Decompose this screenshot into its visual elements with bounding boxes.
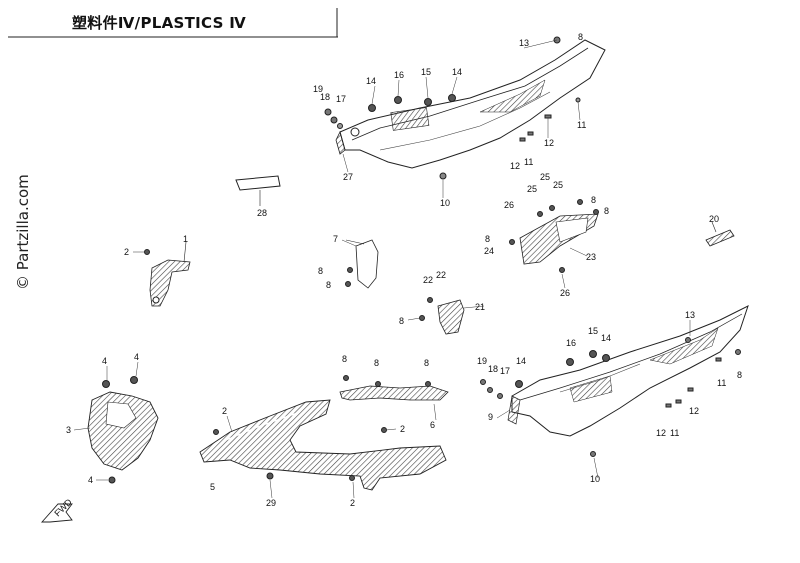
callout: 12 (689, 406, 699, 416)
callout: 16 (566, 338, 576, 348)
callout: 12 (656, 428, 666, 438)
part-5-tail[interactable] (199, 399, 447, 491)
callout: 12 (510, 161, 520, 171)
callout: 8 (485, 234, 490, 244)
callout: 10 (590, 474, 600, 484)
callout: 8 (318, 266, 323, 276)
title-frame (8, 8, 338, 38)
callout: 29 (266, 498, 276, 508)
callout: 15 (421, 67, 431, 77)
callout: 8 (737, 370, 742, 380)
callout: 9 (488, 412, 493, 422)
callout: 18 (488, 364, 498, 374)
callout: 26 (504, 200, 514, 210)
callout: 12 (544, 138, 554, 148)
callout: 8 (424, 358, 429, 368)
callout: 4 (88, 475, 93, 485)
callout: 23 (586, 252, 596, 262)
lower-side-cover[interactable] (480, 305, 749, 457)
callout: 7 (333, 234, 338, 244)
callout: 8 (374, 358, 379, 368)
callout: 11 (524, 157, 533, 167)
callout: 13 (685, 310, 695, 320)
part-20-rod[interactable] (705, 221, 735, 247)
callout: 24 (484, 246, 494, 256)
callout: 25 (540, 172, 550, 182)
callout: 8 (342, 354, 347, 364)
callout: 14 (452, 67, 462, 77)
callout: 8 (399, 316, 404, 326)
callout: 21 (475, 302, 485, 312)
part-21-bracket[interactable] (419, 297, 465, 335)
upper-side-cover[interactable] (335, 39, 606, 180)
callout: 4 (134, 352, 139, 362)
callout: 16 (394, 70, 404, 80)
callout: 4 (102, 356, 107, 366)
callout: 2 (400, 424, 405, 434)
callout: 20 (709, 214, 719, 224)
callout: 2 (124, 247, 129, 257)
part-6-rail[interactable] (339, 375, 449, 401)
part-7-bracket[interactable] (345, 239, 379, 289)
callout-labels: 13 8 19 18 17 14 16 15 14 11 12 12 11 27… (66, 32, 742, 508)
callout: 2 (350, 498, 355, 508)
title-frame-lines (8, 8, 338, 38)
callout: 8 (604, 206, 609, 216)
callout: 8 (591, 195, 596, 205)
callout: 13 (519, 38, 529, 48)
callout: 25 (553, 180, 563, 190)
callout: 3 (66, 425, 71, 435)
callout: 19 (313, 84, 323, 94)
callout: 28 (257, 208, 267, 218)
callout: 17 (336, 94, 346, 104)
callout: 25 (527, 184, 537, 194)
callout: 11 (717, 378, 726, 388)
callout: 11 (577, 120, 586, 130)
callout: 14 (516, 356, 526, 366)
page-title: 塑料件Ⅳ/PLASTICS Ⅳ (72, 14, 247, 32)
callout: 10 (440, 198, 450, 208)
callout: 22 (436, 270, 446, 280)
callout: 2 (222, 406, 227, 416)
callout: 17 (500, 366, 510, 376)
callout: 15 (588, 326, 598, 336)
callout: 26 (560, 288, 570, 298)
forward-arrow-icon: FWD (40, 496, 74, 523)
callout: 22 (423, 275, 433, 285)
callout: 8 (578, 32, 583, 42)
callout: 14 (601, 333, 611, 343)
callout: 14 (366, 76, 376, 86)
fastener-cluster-top (324, 36, 581, 142)
callout: 11 (670, 428, 679, 438)
part-3-fairing[interactable] (87, 376, 159, 484)
callout: 18 (320, 92, 330, 102)
callout: 27 (343, 172, 353, 182)
callout: 8 (326, 280, 331, 290)
callout: 1 (183, 234, 188, 244)
part-1-bracket[interactable] (144, 241, 191, 307)
part-23-assembly[interactable] (509, 199, 599, 273)
callout: 5 (210, 482, 215, 492)
leader-lines (73, 39, 691, 499)
callout: 19 (477, 356, 487, 366)
callout: 6 (430, 420, 435, 430)
part-28-pad[interactable] (235, 175, 281, 206)
